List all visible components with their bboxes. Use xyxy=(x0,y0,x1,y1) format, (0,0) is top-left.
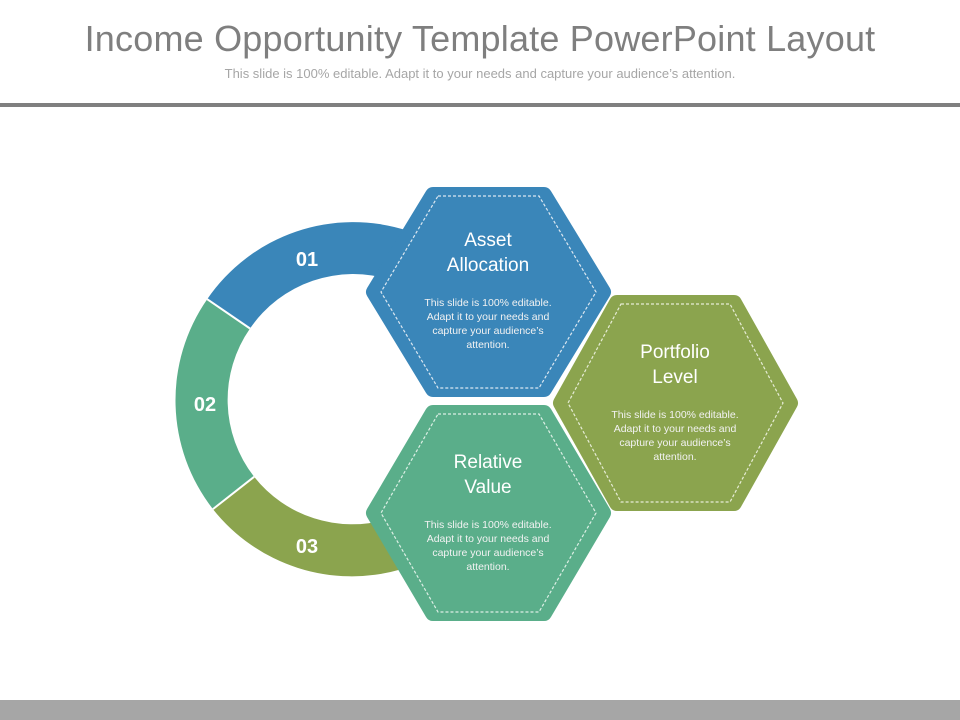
hex-desc-line: Adapt it to your needs and xyxy=(426,533,550,545)
ring-segment-03 xyxy=(212,476,401,577)
hex-asset-allocation-title: Asset Allocation xyxy=(403,228,573,278)
hex-desc-line: capture your audience’s xyxy=(432,547,544,559)
hex-desc-line: This slide is 100% editable. xyxy=(611,409,739,421)
hex-desc-line: attention. xyxy=(466,561,510,573)
hex-desc-line: This slide is 100% editable. xyxy=(424,297,552,309)
hex-asset-allocation-description: This slide is 100% editable. Adapt it to… xyxy=(403,296,573,352)
hex-portfolio-level xyxy=(553,295,798,511)
ring-divider xyxy=(206,298,251,330)
hex-portfolio-level-text: Portfolio Level This slide is 100% edita… xyxy=(590,340,760,464)
hex-relative-value-title: Relative Value xyxy=(403,450,573,500)
hex-desc-line: This slide is 100% editable. xyxy=(424,519,552,531)
hex-asset-allocation-dashed-border xyxy=(380,195,597,389)
hex-title-line: Level xyxy=(652,367,698,388)
slide-title: Income Opportunity Template PowerPoint L… xyxy=(84,18,876,59)
ring-number-02: 02 xyxy=(193,394,217,416)
hex-desc-line: attention. xyxy=(653,451,697,463)
hex-desc-line: Adapt it to your needs and xyxy=(426,311,550,323)
hex-title-line: Portfolio xyxy=(640,342,710,363)
hex-desc-line: attention. xyxy=(466,339,510,351)
hex-title-line: Relative xyxy=(453,452,523,473)
ring-segment-02 xyxy=(175,299,255,510)
hex-relative-value xyxy=(366,405,611,621)
hex-relative-value-description: This slide is 100% editable. Adapt it to… xyxy=(403,518,573,574)
hex-desc-line: capture your audience’s xyxy=(619,437,731,449)
hex-title-line: Asset xyxy=(464,230,512,251)
slide-subtitle: This slide is 100% editable. Adapt it to… xyxy=(224,66,736,81)
hex-title-line: Allocation xyxy=(446,255,530,276)
ring-segment-01 xyxy=(207,222,408,329)
hex-desc-line: Adapt it to your needs and xyxy=(613,423,737,435)
ring-number-01: 01 xyxy=(295,249,319,271)
hex-title-line: Value xyxy=(464,477,512,498)
footer-bar xyxy=(0,700,960,720)
hex-asset-allocation-text: Asset Allocation This slide is 100% edit… xyxy=(403,228,573,352)
title-divider xyxy=(0,103,960,107)
hex-desc-line: capture your audience’s xyxy=(432,325,544,337)
hex-portfolio-level-description: This slide is 100% editable. Adapt it to… xyxy=(590,408,760,464)
hex-relative-value-dashed-border xyxy=(380,413,597,613)
ring-number-03: 03 xyxy=(295,536,319,558)
hex-relative-value-text: Relative Value This slide is 100% editab… xyxy=(403,450,573,574)
hex-asset-allocation xyxy=(366,187,611,397)
hex-portfolio-level-title: Portfolio Level xyxy=(590,340,760,390)
ring-divider xyxy=(212,476,255,510)
